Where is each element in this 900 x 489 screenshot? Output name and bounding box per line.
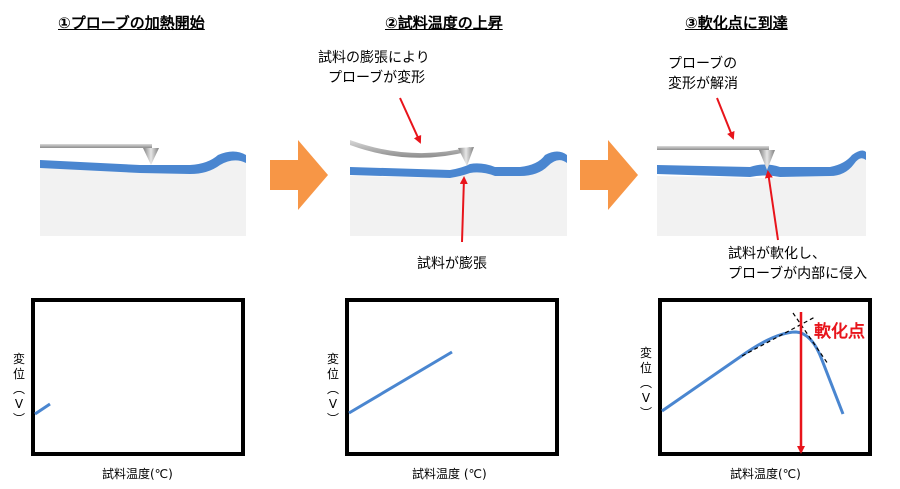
softening-point-label: 軟化点 xyxy=(814,317,865,342)
ylabel-char: ︶ xyxy=(326,412,340,427)
graph3-ylabel: 変 位 ︵ V ︶ xyxy=(639,346,653,421)
step-arrow-1-to-2 xyxy=(270,140,328,210)
probe-arm-bent xyxy=(350,140,470,158)
graph1-curve xyxy=(35,404,50,414)
step-arrow-2-to-3 xyxy=(580,140,638,210)
ylabel-char: 位 xyxy=(12,367,26,382)
ylabel-char: V xyxy=(639,391,653,406)
graph2-xlabel: 試料温度 (℃) xyxy=(412,465,487,482)
annotation-arrow-probe-deform xyxy=(400,98,420,142)
ylabel-char: ︵ xyxy=(326,382,340,397)
graph2-curve xyxy=(349,352,452,413)
graph1-ylabel: 変 位 ︵ V ︶ xyxy=(12,352,26,427)
ylabel-char: 変 xyxy=(639,346,653,361)
graph2-frame xyxy=(347,300,557,454)
ylabel-char: V xyxy=(12,397,26,412)
step2-sample xyxy=(350,140,567,236)
ylabel-char: ︵ xyxy=(12,382,26,397)
probe-tip xyxy=(458,147,474,166)
probe-arm xyxy=(40,144,152,148)
graph3-xlabel: 試料温度(℃) xyxy=(730,465,801,482)
ylabel-char: 変 xyxy=(326,352,340,367)
probe-tip xyxy=(143,148,159,165)
ylabel-char: ︶ xyxy=(12,412,26,427)
probe-arm xyxy=(657,146,769,150)
ylabel-char: 変 xyxy=(12,352,26,367)
ylabel-char: V xyxy=(326,397,340,412)
annotation-arrow-deform-resolved xyxy=(717,98,733,138)
step3-sample xyxy=(657,146,866,236)
ylabel-char: 位 xyxy=(639,361,653,376)
graph1-frame xyxy=(33,300,243,454)
graph3-curve xyxy=(662,332,843,414)
ylabel-char: 位 xyxy=(326,367,340,382)
ylabel-char: ︵ xyxy=(639,376,653,391)
graph2-ylabel: 変 位 ︵ V ︶ xyxy=(326,352,340,427)
graph1-xlabel: 試料温度(℃) xyxy=(102,465,173,482)
step1-sample xyxy=(40,144,246,236)
ylabel-char: ︶ xyxy=(639,406,653,421)
